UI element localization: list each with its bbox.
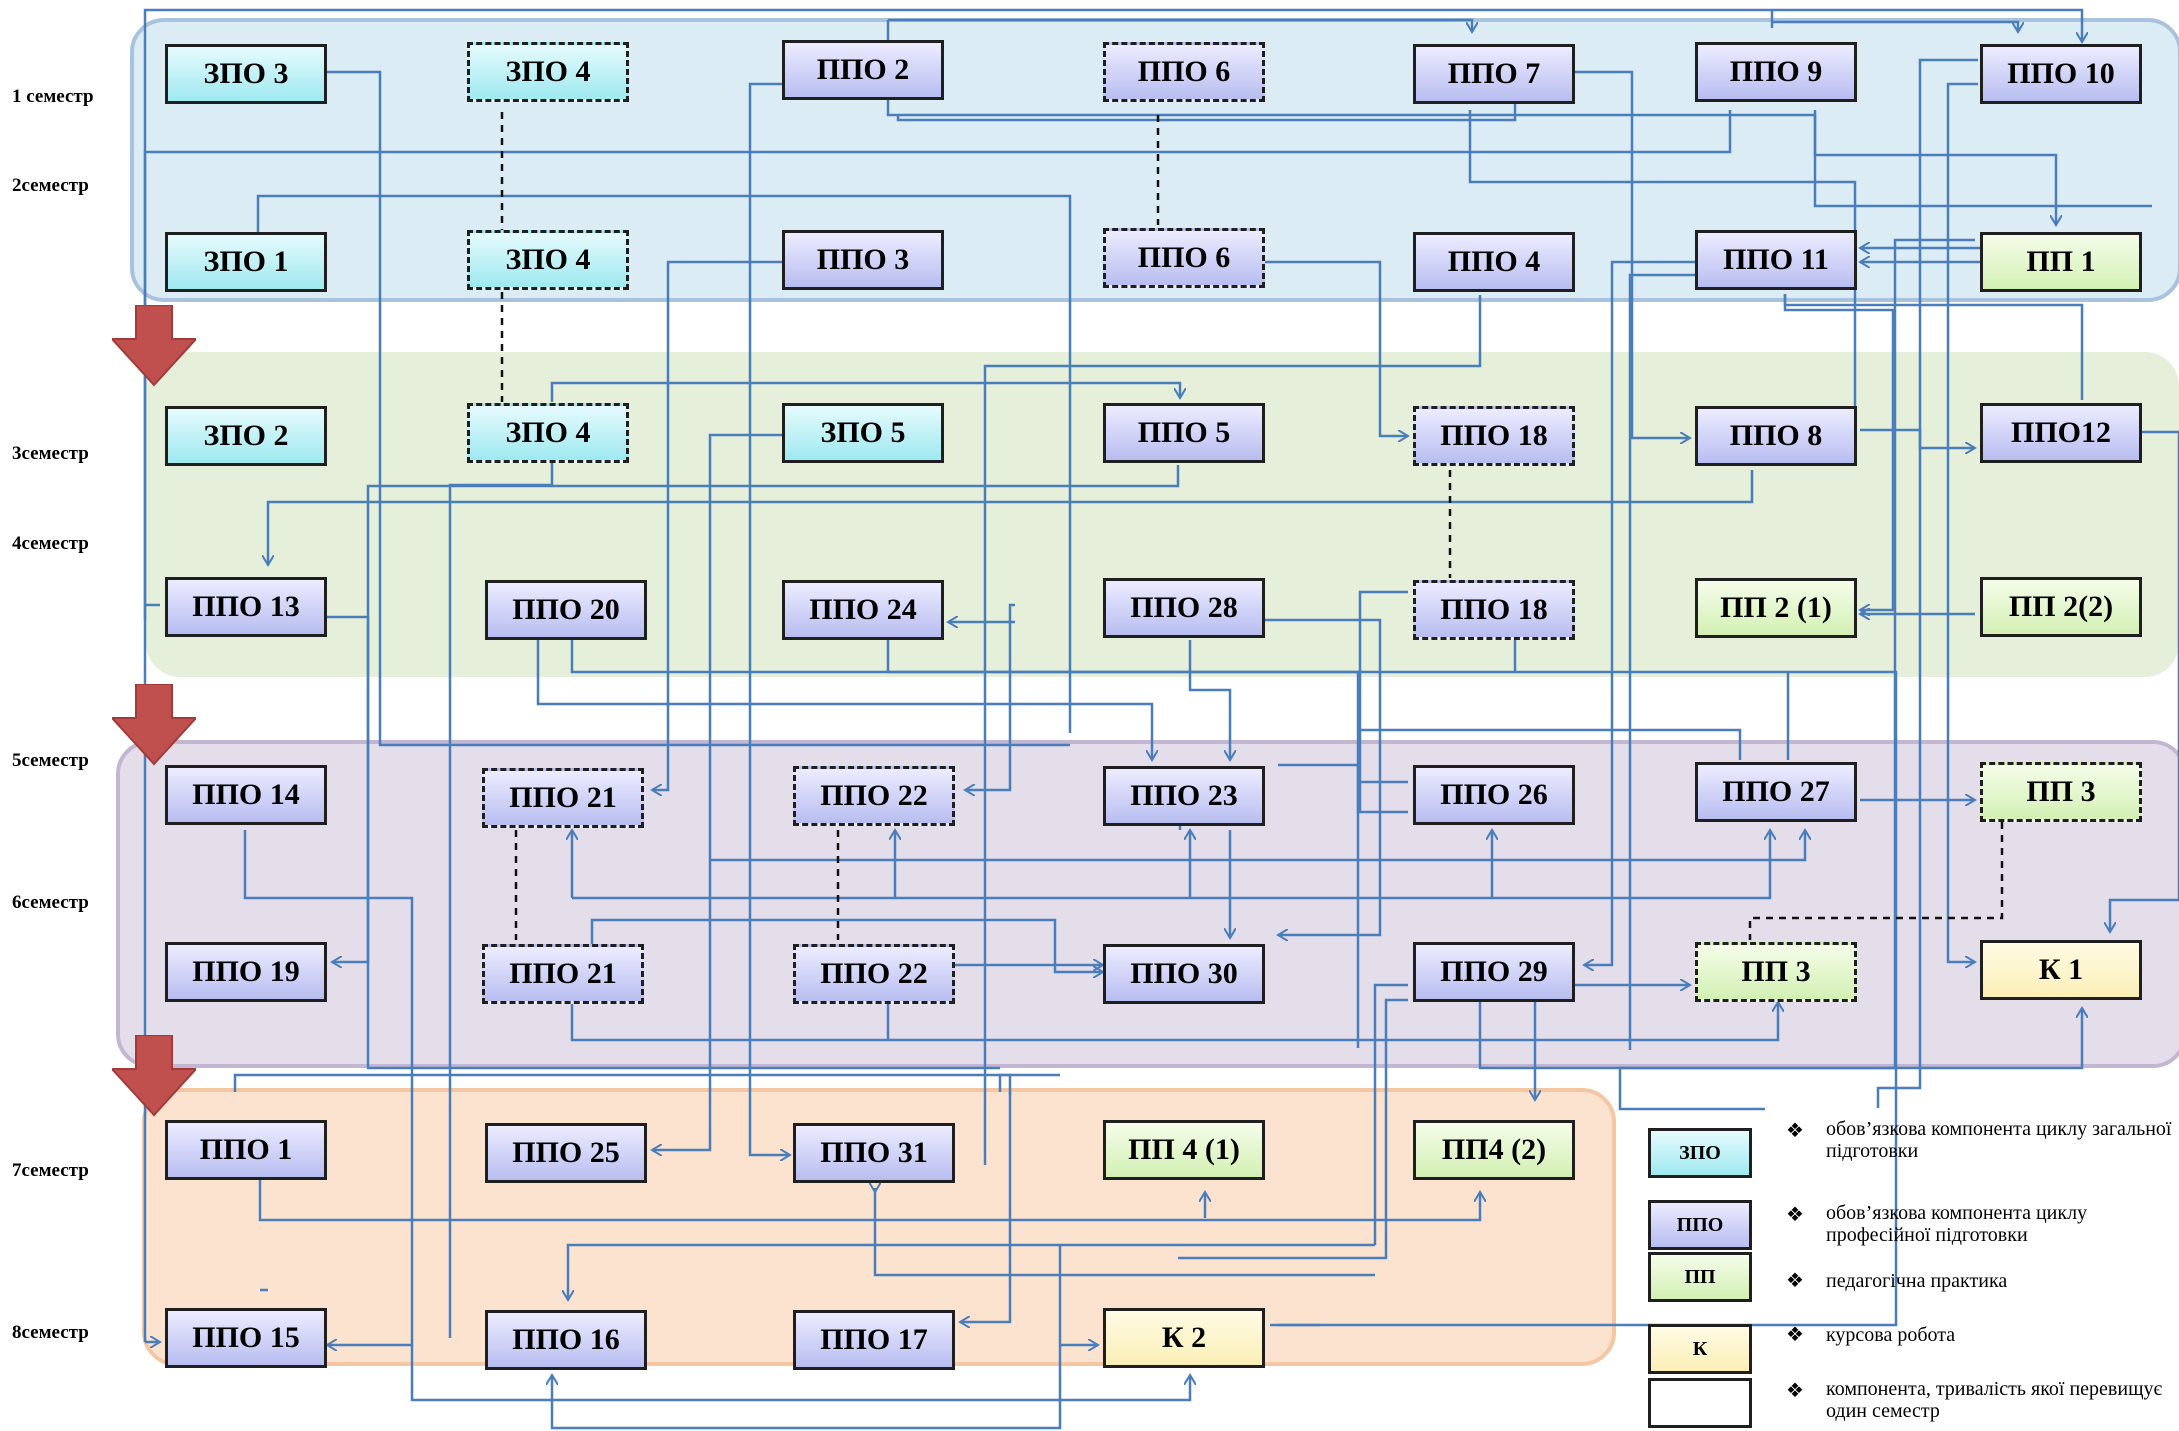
- legend-key-pp: ПП: [1648, 1252, 1752, 1302]
- node-ppo3[interactable]: ППО 3: [782, 230, 944, 290]
- node-pp2-1[interactable]: ПП 2 (1): [1695, 578, 1857, 638]
- next-year-arrow-icon: [112, 305, 196, 387]
- node-zpo2[interactable]: ЗПО 2: [165, 406, 327, 466]
- node-ppo18[interactable]: ППО 18: [1413, 580, 1575, 640]
- node-zpo3[interactable]: ЗПО 3: [165, 44, 327, 104]
- semester-label: 2семестр: [12, 175, 89, 196]
- legend-text: педагогічна практика: [1826, 1270, 2008, 1292]
- node-pp4-2[interactable]: ПП4 (2): [1413, 1120, 1575, 1180]
- node-zpo5[interactable]: ЗПО 5: [782, 403, 944, 463]
- legend-text: компонента, тривалість якої перевищує од…: [1826, 1378, 2163, 1422]
- legend-bullet-icon: ❖: [1786, 1324, 1804, 1346]
- node-ppo25[interactable]: ППО 25: [485, 1123, 647, 1183]
- semester-label: 6семестр: [12, 892, 89, 913]
- node-ppo30[interactable]: ППО 30: [1103, 944, 1265, 1004]
- node-ppo6[interactable]: ППО 6: [1103, 228, 1265, 288]
- node-ppo29[interactable]: ППО 29: [1413, 942, 1575, 1002]
- legend-key-dashed: [1648, 1378, 1752, 1428]
- next-year-arrow-icon: [112, 1035, 196, 1117]
- node-ppo4[interactable]: ППО 4: [1413, 232, 1575, 292]
- node-ppo9[interactable]: ППО 9: [1695, 42, 1857, 102]
- node-ppo21[interactable]: ППО 21: [482, 768, 644, 828]
- node-zpo4[interactable]: ЗПО 4: [467, 403, 629, 463]
- semester-label: 5семестр: [12, 750, 89, 771]
- node-pp3[interactable]: ПП 3: [1695, 942, 1857, 1002]
- legend-text: обов’язкова компонента циклу професійної…: [1826, 1202, 2088, 1246]
- semester-label: 7семестр: [12, 1160, 89, 1181]
- node-ppo15[interactable]: ППО 15: [165, 1308, 327, 1368]
- node-ppo17[interactable]: ППО 17: [793, 1310, 955, 1370]
- semester-label: 3семестр: [12, 443, 89, 464]
- semester-label: 1 семестр: [12, 86, 94, 107]
- node-k1[interactable]: К 1: [1980, 940, 2142, 1000]
- semester-label: 8семестр: [12, 1322, 89, 1343]
- next-year-arrow-icon: [112, 684, 196, 766]
- node-ppo11[interactable]: ППО 11: [1695, 230, 1857, 290]
- node-pp4-1[interactable]: ПП 4 (1): [1103, 1120, 1265, 1180]
- node-ppo21[interactable]: ППО 21: [482, 944, 644, 1004]
- node-ppo28[interactable]: ППО 28: [1103, 578, 1265, 638]
- node-ppo5[interactable]: ППО 5: [1103, 403, 1265, 463]
- legend-text: курсова робота: [1826, 1324, 1956, 1346]
- node-ppo27[interactable]: ППО 27: [1695, 762, 1857, 822]
- node-zpo1[interactable]: ЗПО 1: [165, 232, 327, 292]
- legend-key-ppo: ППО: [1648, 1200, 1752, 1250]
- node-k2[interactable]: К 2: [1103, 1308, 1265, 1368]
- node-ppo7[interactable]: ППО 7: [1413, 44, 1575, 104]
- node-ppo2[interactable]: ППО 2: [782, 40, 944, 100]
- node-ppo8[interactable]: ППО 8: [1695, 406, 1857, 466]
- node-ppo23[interactable]: ППО 23: [1103, 766, 1265, 826]
- node-ppo1[interactable]: ППО 1: [165, 1120, 327, 1180]
- node-pp1[interactable]: ПП 1: [1980, 232, 2142, 292]
- node-ppo10[interactable]: ППО 10: [1980, 44, 2142, 104]
- legend-text: обов’язкова компонента циклу загальної п…: [1826, 1118, 2172, 1162]
- node-ppo6[interactable]: ППО 6: [1103, 42, 1265, 102]
- node-ppo18[interactable]: ППО 18: [1413, 406, 1575, 466]
- node-ppo26[interactable]: ППО 26: [1413, 765, 1575, 825]
- node-ppo31[interactable]: ППО 31: [793, 1123, 955, 1183]
- legend-key-zpo: ЗПО: [1648, 1128, 1752, 1178]
- node-pp2-2[interactable]: ПП 2(2): [1980, 577, 2142, 637]
- semester-label: 4семестр: [12, 533, 89, 554]
- node-zpo4[interactable]: ЗПО 4: [467, 230, 629, 290]
- node-ppo19[interactable]: ППО 19: [165, 942, 327, 1002]
- node-pp3[interactable]: ПП 3: [1980, 762, 2142, 822]
- node-ppo22[interactable]: ППО 22: [793, 766, 955, 826]
- legend-bullet-icon: ❖: [1786, 1380, 1804, 1402]
- node-ppo13[interactable]: ППО 13: [165, 577, 327, 637]
- node-zpo4[interactable]: ЗПО 4: [467, 42, 629, 102]
- node-ppo14[interactable]: ППО 14: [165, 765, 327, 825]
- node-ppo22[interactable]: ППО 22: [793, 944, 955, 1004]
- legend-bullet-icon: ❖: [1786, 1204, 1804, 1226]
- node-ppo20[interactable]: ППО 20: [485, 580, 647, 640]
- node-ppo12[interactable]: ППО12: [1980, 403, 2142, 463]
- legend-bullet-icon: ❖: [1786, 1120, 1804, 1142]
- legend-key-k: К: [1648, 1324, 1752, 1374]
- node-ppo24[interactable]: ППО 24: [782, 580, 944, 640]
- legend-bullet-icon: ❖: [1786, 1270, 1804, 1292]
- node-ppo16[interactable]: ППО 16: [485, 1310, 647, 1370]
